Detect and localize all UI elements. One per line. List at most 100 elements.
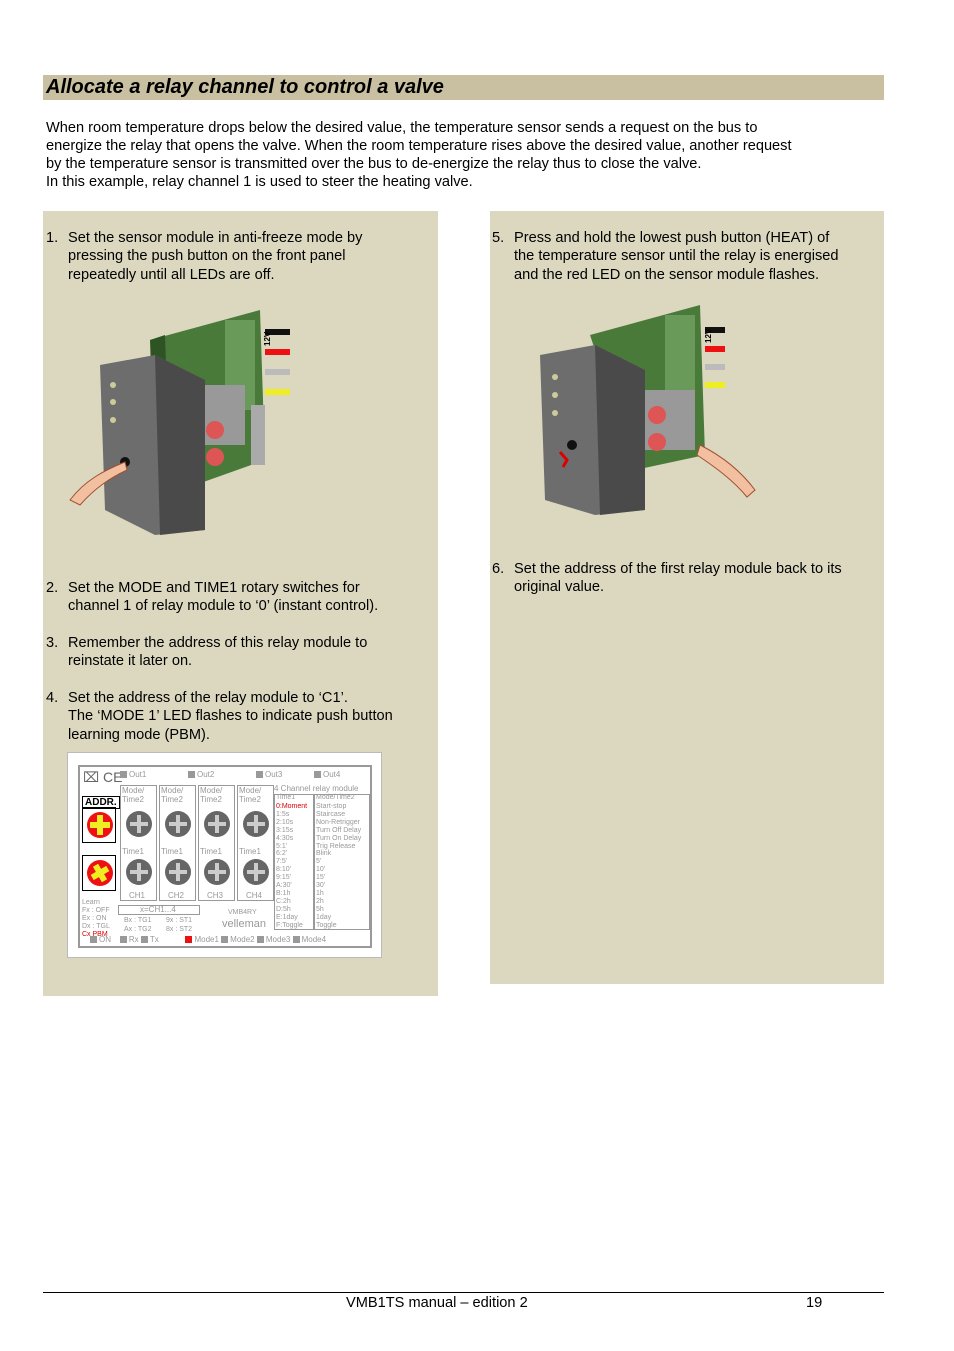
step-text: Set the address of the relay module to ‘… — [68, 689, 393, 744]
table-cell: 5' — [316, 858, 322, 866]
step-line: repeatedly until all LEDs are off. — [68, 266, 275, 283]
table-cell: Turn On Delay — [316, 834, 362, 842]
hand-icon — [696, 444, 756, 498]
time1-label: Time1 — [122, 847, 144, 856]
table-cell: 1day — [316, 913, 332, 921]
sensor-module-illustration: 12V — [540, 305, 756, 515]
table-cell: C:2h — [276, 897, 291, 905]
button-icon — [206, 448, 224, 466]
table-cell: Blink — [316, 850, 332, 858]
mode-time-label: Mode/ Time2 — [122, 786, 145, 804]
step-line: Remember the address of this relay modul… — [68, 635, 368, 651]
weee-icon: ⌧ CE — [83, 769, 123, 785]
button-icon — [648, 433, 666, 451]
table-cell: Start-stop — [316, 803, 347, 810]
mode-time-label: Mode/ Time2 — [200, 786, 223, 804]
table-cell: B:1h — [276, 889, 291, 897]
step-line: channel 1 of relay module to ‘0’ (instan… — [68, 598, 379, 615]
time1-dial-ch3[interactable] — [204, 859, 230, 885]
time1-label: Time1 — [161, 847, 183, 856]
step-line: Press and hold the lowest push button (H… — [514, 230, 830, 246]
step-line: Set the address of the first relay modul… — [514, 561, 842, 577]
step-line: The ‘MODE 1’ LED flashes to indicate pus… — [68, 708, 393, 725]
table-header: Mode/Time2 — [316, 794, 355, 801]
hand-icon — [69, 461, 128, 506]
table-cell: 1:5s — [276, 810, 290, 818]
step-number: 2. — [46, 580, 59, 596]
section-title-bar: Allocate a relay channel to control a va… — [43, 75, 884, 100]
channel-1-column — [120, 785, 157, 901]
step-line: Set the MODE and TIME1 rotary switches f… — [68, 580, 360, 596]
intro-line: In this example, relay channel 1 is used… — [46, 174, 473, 190]
table-cell: 2h — [316, 897, 324, 905]
address-dial-high[interactable] — [82, 807, 116, 843]
table-cell: 7:5' — [276, 858, 288, 866]
step-text: Set the address of the first relay modul… — [514, 560, 842, 597]
footer-manual-title: VMB1TS manual – edition 2 — [346, 1295, 528, 1311]
button-icon — [206, 421, 224, 439]
table-cell: 15' — [316, 874, 326, 882]
page-number: 19 — [806, 1295, 823, 1311]
button-icon — [648, 406, 666, 424]
intro-line: When room temperature drops below the de… — [46, 120, 758, 136]
table-cell: E:1day — [276, 913, 298, 921]
mode-time-label: Mode/ Time2 — [161, 786, 184, 804]
relay-front: ⌧ CE Out1 Out2 Out3 Out4 ADDR. Mode/ Tim… — [78, 765, 372, 948]
mode-dial-ch3[interactable] — [204, 811, 230, 837]
table-cell: 4:30s — [276, 834, 294, 842]
table-cell: Trig Release — [316, 842, 356, 850]
table-cell: F:Toggle — [276, 921, 303, 929]
output-label: Out3 — [256, 770, 282, 779]
time1-dial-ch4[interactable] — [243, 859, 269, 885]
table-cell: 0:Moment — [276, 803, 308, 810]
table-cell: 30' — [316, 882, 326, 890]
model-number: VMB4RY — [228, 909, 257, 916]
table-cell: 9:15' — [276, 874, 291, 882]
output-label: Out1 — [120, 770, 146, 779]
step-text: Remember the address of this relay modul… — [68, 634, 367, 671]
learn-legend: Learn Fx : OFF Ex : ON Dx : TGL Cx PBM — [82, 899, 110, 938]
led-indicator-icon — [558, 451, 569, 468]
table-cell: 3:15s — [276, 826, 294, 834]
output-label: Out2 — [188, 770, 214, 779]
time1-dial-ch2[interactable] — [165, 859, 191, 885]
table-cell: 8:10' — [276, 866, 291, 874]
intro-paragraph: When room temperature drops below the de… — [46, 119, 886, 191]
table-cell: 1h — [316, 889, 324, 897]
step-text: Set the MODE and TIME1 rotary switches f… — [68, 579, 378, 616]
time1-dial-ch1[interactable] — [126, 859, 152, 885]
voltage-label: 12V — [263, 331, 272, 346]
table-cell: 6:2' — [276, 850, 288, 858]
time1-label: Time1 — [200, 847, 222, 856]
mode-time-label: Mode/ Time2 — [239, 786, 262, 804]
output-label: Out4 — [314, 770, 340, 779]
step-number: 1. — [46, 230, 59, 246]
range-box — [118, 905, 200, 915]
step-number: 4. — [46, 690, 59, 706]
status-leds: ON Rx Tx Mode1 Mode2 Mode3 Mode4 — [90, 935, 326, 944]
mode-table — [314, 794, 370, 930]
step-line: original value. — [514, 579, 605, 596]
step-number: 6. — [492, 561, 505, 577]
step-line: reinstate it later on. — [68, 653, 193, 670]
section-title: Allocate a relay channel to control a va… — [46, 76, 444, 98]
address-dial-low[interactable] — [82, 855, 116, 891]
intro-line: by the temperature sensor is transmitted… — [46, 156, 702, 172]
mode-dial-ch1[interactable] — [126, 811, 152, 837]
step-line: and the red LED on the sensor module fla… — [514, 266, 820, 283]
table-cell: 10' — [316, 866, 326, 874]
table-cell: 5:1' — [276, 842, 288, 850]
table-cell: Non-Retrigger — [316, 818, 360, 826]
table-cell: 2:10s — [276, 818, 294, 826]
mode-dial-ch4[interactable] — [243, 811, 269, 837]
footer-rule — [43, 1292, 884, 1293]
channel-3-column — [198, 785, 235, 901]
step-text: Set the sensor module in anti-freeze mod… — [68, 229, 362, 284]
time1-label: Time1 — [239, 847, 261, 856]
table-cell: D:5h — [276, 905, 291, 913]
mode-dial-ch2[interactable] — [165, 811, 191, 837]
